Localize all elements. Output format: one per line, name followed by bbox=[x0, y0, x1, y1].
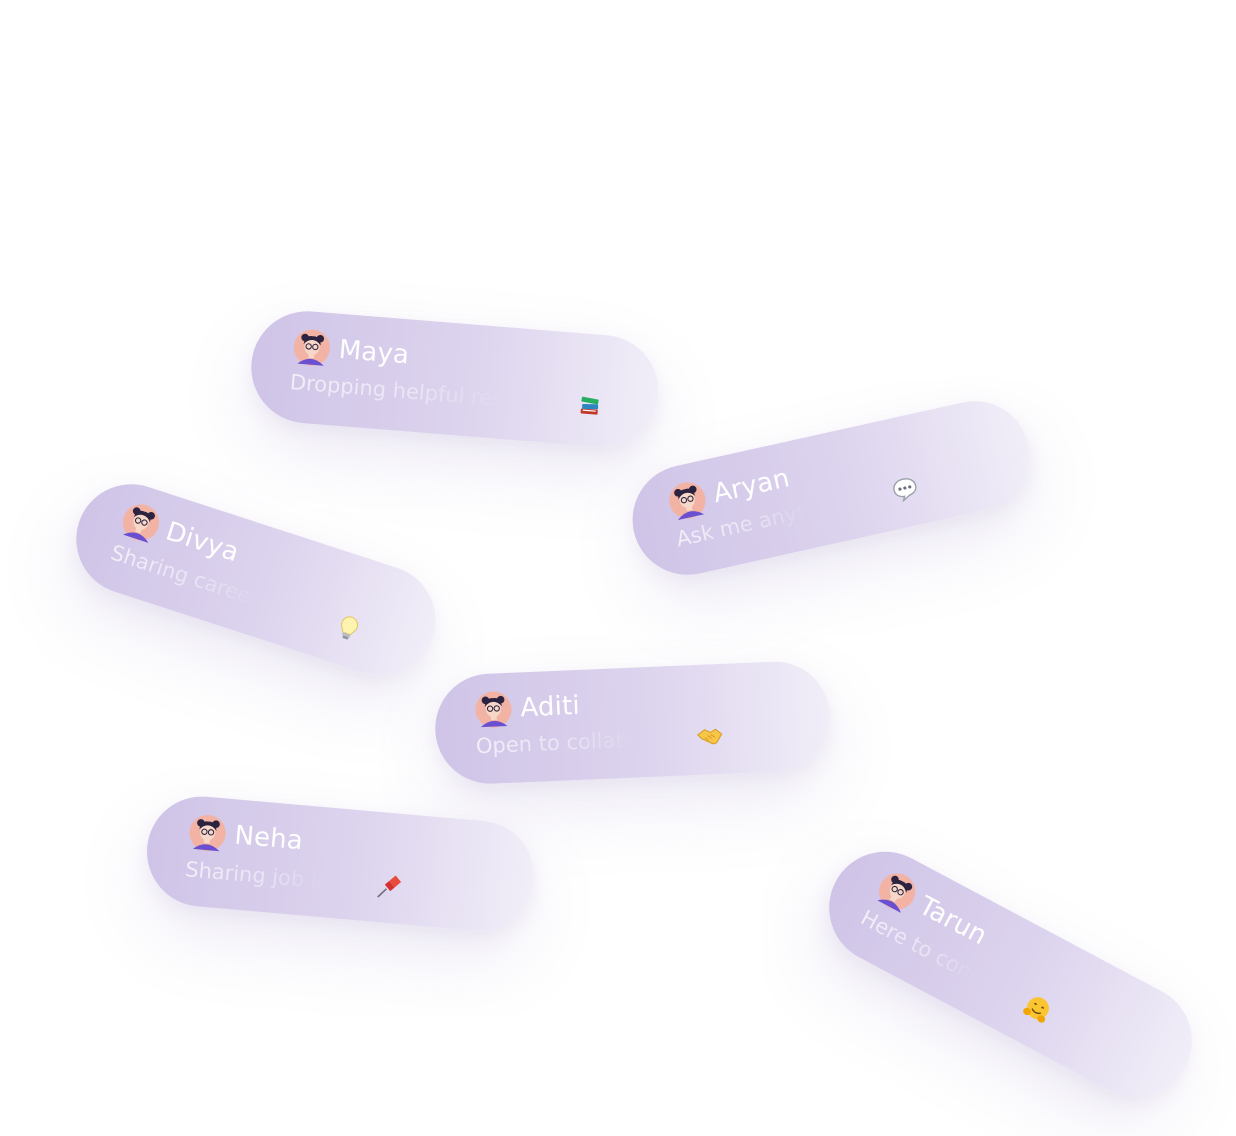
profile-message: Open to collaborate bbox=[475, 725, 685, 759]
profile-name: Aditi bbox=[519, 690, 581, 724]
pushpin-icon bbox=[377, 875, 401, 898]
profile-card-divya[interactable]: Divya Sharing career tips bbox=[62, 470, 450, 690]
handshake-icon bbox=[697, 728, 723, 745]
speech-balloon-icon bbox=[893, 478, 917, 503]
avatar-icon bbox=[475, 691, 512, 728]
avatar-icon bbox=[122, 504, 160, 543]
avatar-icon bbox=[189, 814, 226, 852]
profile-card-aditi[interactable]: Aditi Open to collaborate bbox=[433, 659, 833, 786]
profile-card-aryan[interactable]: Aryan Ask me anything bbox=[622, 390, 1041, 586]
light-bulb-icon bbox=[341, 616, 359, 640]
profile-name: Maya bbox=[337, 334, 411, 371]
avatar-icon bbox=[293, 329, 330, 366]
hugging-face-icon bbox=[1023, 997, 1049, 1023]
profile-card-tarun[interactable]: Tarun Here to connect bbox=[809, 832, 1212, 1117]
profile-card-neha[interactable]: Neha Sharing job leads bbox=[142, 792, 539, 936]
books-icon bbox=[580, 396, 600, 415]
profile-name: Neha bbox=[233, 820, 305, 857]
profile-card-maya[interactable]: Maya Dropping helpful resources bbox=[247, 307, 663, 452]
avatar-icon bbox=[877, 873, 916, 913]
profile-name: Aryan bbox=[710, 463, 793, 510]
avatar-icon bbox=[669, 482, 706, 520]
